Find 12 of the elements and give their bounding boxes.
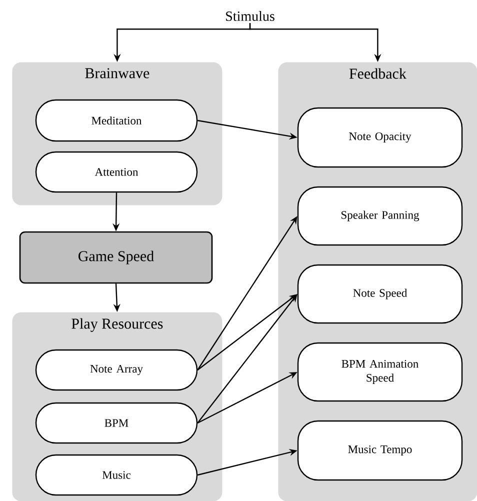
rounded-box: Meditation bbox=[35, 99, 198, 142]
process-box: Game Speed bbox=[19, 231, 213, 284]
rounded-box: Music Tempo bbox=[297, 420, 463, 481]
rounded-box: Speaker Panning bbox=[297, 186, 463, 246]
rounded-box: Note Speed bbox=[297, 264, 463, 324]
rounded-box: Music bbox=[35, 454, 198, 496]
heading-text: Stimulus bbox=[226, 11, 274, 21]
rounded-box: BPM Animation Speed bbox=[297, 342, 463, 402]
rounded-box: Attention bbox=[35, 151, 198, 193]
rounded-box: BPM bbox=[35, 402, 198, 444]
rounded-box: Note Opacity bbox=[297, 107, 463, 168]
rounded-box: Note Array bbox=[35, 349, 198, 391]
